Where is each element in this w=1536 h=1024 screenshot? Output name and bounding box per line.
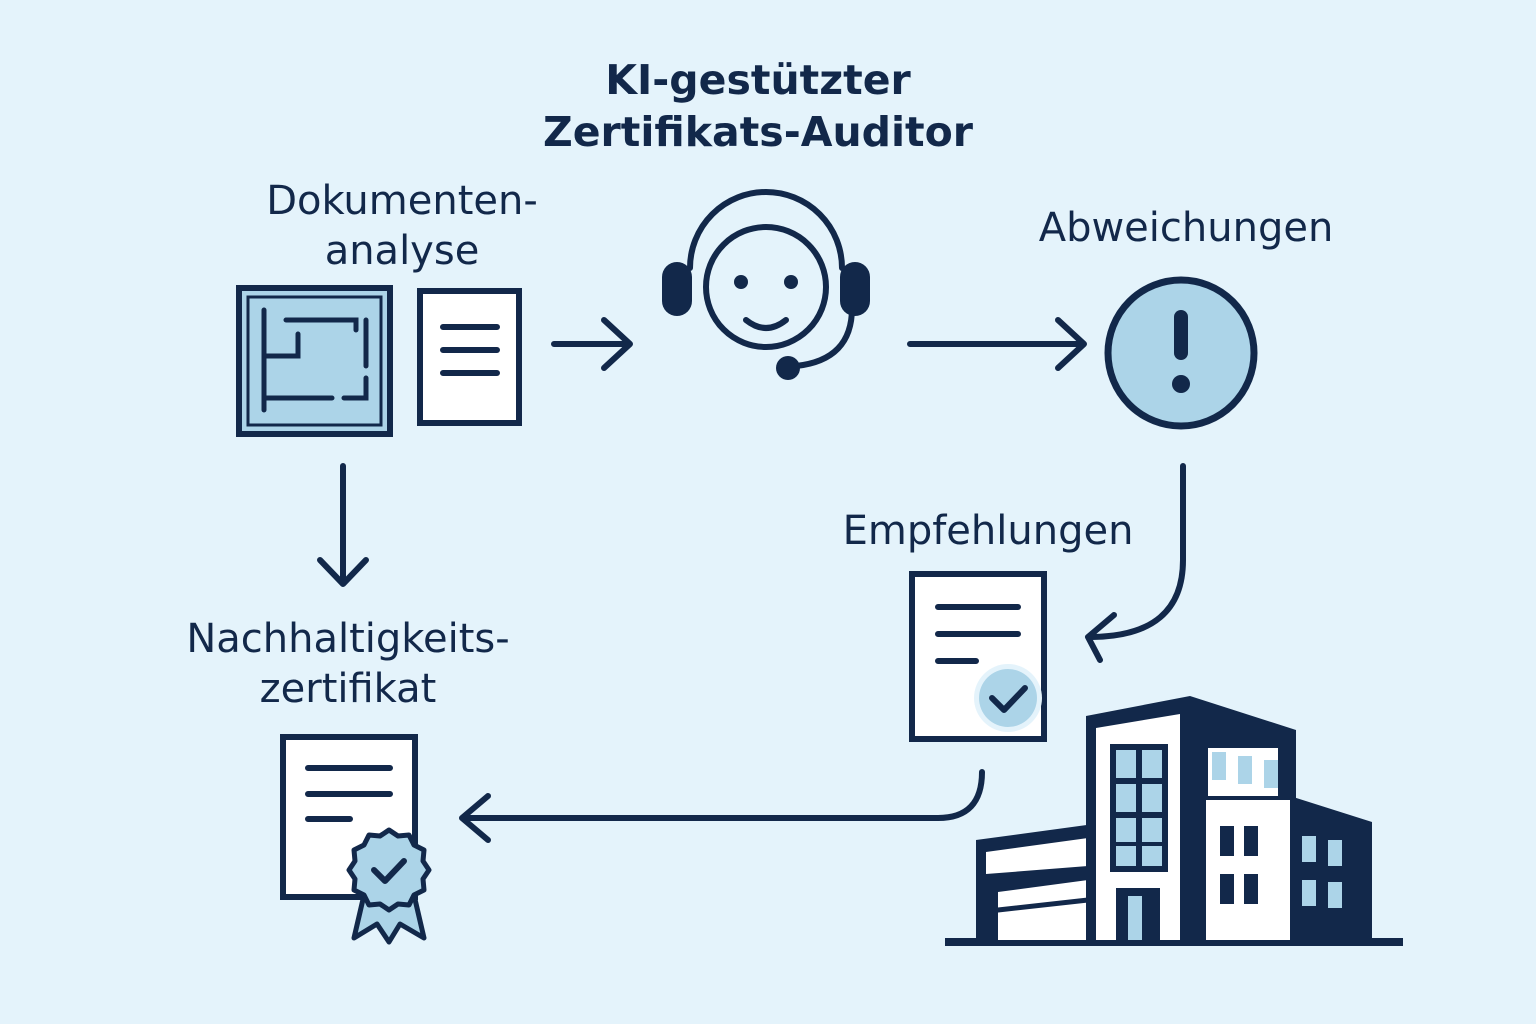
label-deviations: Abweichungen xyxy=(1038,205,1334,251)
label-sustainability-certificate: Nachhaltigkeits- zertifikat xyxy=(160,614,536,714)
document-icon xyxy=(417,288,522,426)
diagram-title: KI-gestützter Zertifikats-Auditor xyxy=(468,54,1048,158)
label-document-analysis-line-1: Dokumenten- xyxy=(266,178,538,224)
checked-document-icon xyxy=(909,571,1047,742)
arrow-to-recommendations xyxy=(1085,463,1186,663)
label-document-analysis-line-2: analyse xyxy=(324,228,480,274)
arrow-to-deviations xyxy=(907,317,1087,371)
label-document-analysis: Dokumenten- analyse xyxy=(228,176,576,276)
headset-assistant-icon xyxy=(662,189,870,380)
floor-plan-icon xyxy=(236,285,393,437)
office-building-icon xyxy=(945,696,1403,946)
exclamation-circle-icon xyxy=(1104,276,1258,430)
title-line-1: KI-gestützter xyxy=(605,56,911,104)
arrow-to-assistant xyxy=(551,317,633,371)
label-certificate-line-1: Nachhaltigkeits- xyxy=(186,616,510,662)
label-recommendations: Empfehlungen xyxy=(842,508,1134,554)
label-certificate-line-2: zertifikat xyxy=(259,666,437,712)
arrow-down-to-certificate xyxy=(317,463,369,587)
title-line-2: Zertifikats-Auditor xyxy=(542,108,974,156)
certificate-badge-icon xyxy=(280,734,432,945)
arrow-to-certificate xyxy=(459,769,985,843)
